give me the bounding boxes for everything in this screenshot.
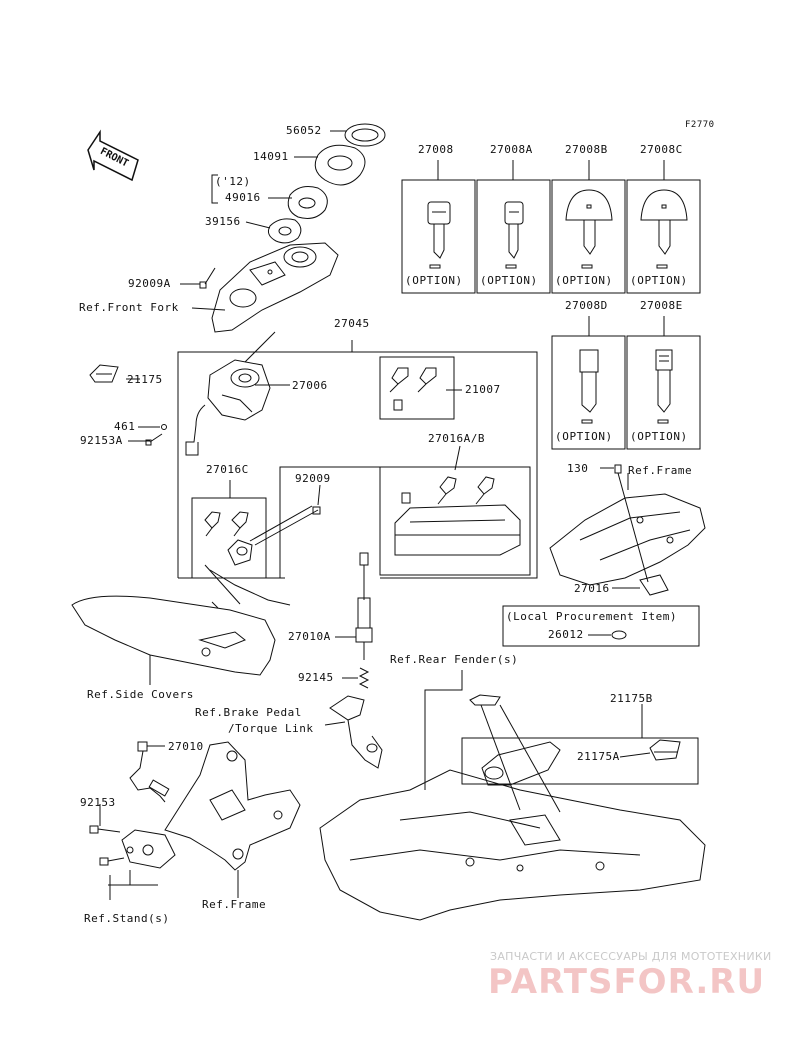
- label-ref-rear-fender: Ref.Rear Fender(s): [390, 653, 519, 666]
- key-set-21007-box: [379, 356, 462, 420]
- front-arrow-icon: [87, 129, 139, 182]
- tag-21175: [89, 364, 119, 383]
- figure-code: F2770: [685, 120, 715, 130]
- label-92009A: 92009A: [128, 277, 171, 290]
- label-21175: 21175: [127, 373, 163, 386]
- option-note-27008C: (OPTION): [630, 274, 688, 287]
- option-note-27008D: (OPTION): [555, 430, 613, 443]
- label-39156: 39156: [205, 215, 241, 228]
- watermark-tagline: ЗАПЧАСТИ И АКСЕССУАРЫ ДЛЯ МОТОТЕХНИКИ: [490, 950, 772, 963]
- label-27016C: 27016C: [206, 463, 249, 476]
- label-local-procurement: (Local Procurement Item): [506, 610, 677, 623]
- key-27008A-icon: [504, 201, 524, 269]
- side-cover: [71, 595, 276, 685]
- label-21007: 21007: [465, 383, 501, 396]
- label-ref-frame-bottom: Ref.Frame: [202, 898, 267, 911]
- label-21175A: 21175A: [577, 750, 620, 763]
- label-27016AB: 27016A/B: [428, 432, 485, 445]
- leader-lines-side-cover: [204, 564, 291, 606]
- local-procurement-box: [502, 605, 700, 647]
- label-130: 130: [567, 462, 589, 475]
- upper-triple-clamp: [211, 242, 339, 333]
- key-27008-icon: [427, 201, 451, 269]
- key-option-boxes: [401, 160, 701, 450]
- label-14091: 14091: [253, 150, 289, 163]
- label-92153A: 92153A: [80, 434, 123, 447]
- label-21175B: 21175B: [610, 692, 653, 705]
- tag-holder-21175B-box: [461, 704, 699, 786]
- label-12: ('12): [215, 175, 251, 188]
- label-461: 461: [114, 420, 136, 433]
- option-note-27008: (OPTION): [405, 274, 463, 287]
- label-27008B: 27008B: [565, 143, 608, 156]
- key-27008E-icon: [655, 349, 673, 424]
- bolt-92009A: [199, 267, 216, 289]
- frame-upper-right: [549, 464, 706, 596]
- bolt-92153: [89, 804, 125, 866]
- label-27008: 27008: [418, 143, 454, 156]
- ignition-switch-27006: [185, 359, 290, 456]
- switch-27010A: [335, 552, 373, 660]
- label-27006: 27006: [292, 379, 328, 392]
- label-27010A: 27010A: [288, 630, 331, 643]
- bolt-92153A: [145, 433, 163, 446]
- label-27008A: 27008A: [490, 143, 533, 156]
- label-26012: 26012: [548, 628, 584, 641]
- label-49016: 49016: [225, 191, 261, 204]
- label-27008C: 27008C: [640, 143, 683, 156]
- label-27008D: 27008D: [565, 299, 608, 312]
- key-27008C-icon: [640, 189, 688, 269]
- label-27010: 27010: [168, 740, 204, 753]
- bracket-rear-fender: [469, 694, 501, 706]
- watermark-logo: PARTSFOR.RU: [488, 962, 766, 1002]
- label-27016: 27016: [574, 582, 610, 595]
- ring-39156: [268, 218, 302, 244]
- cover-14091: [314, 144, 366, 186]
- ball-461: [161, 424, 167, 430]
- key-27008B-icon: [565, 189, 613, 269]
- option-note-27008A: (OPTION): [480, 274, 538, 287]
- frame-lower: [164, 741, 301, 898]
- option-note-27008B: (OPTION): [555, 274, 613, 287]
- key-set-27016AB-box: [379, 445, 531, 576]
- label-ref-brake-pedal: Ref.Brake Pedal: [195, 706, 302, 719]
- label-torque-link: /Torque Link: [228, 722, 314, 735]
- ring-49016: [287, 186, 328, 219]
- stand-bracket: [108, 829, 176, 900]
- switch-27010: [129, 741, 170, 803]
- option-note-27008E: (OPTION): [630, 430, 688, 443]
- cover-56052: [344, 123, 386, 147]
- label-92145: 92145: [298, 671, 334, 684]
- label-56052: 56052: [286, 124, 322, 137]
- label-92153: 92153: [80, 796, 116, 809]
- label-27045: 27045: [334, 317, 370, 330]
- spring-92145: [342, 667, 370, 689]
- leader-lines-rear-fender: [424, 670, 561, 813]
- label-ref-stand: Ref.Stand(s): [84, 912, 170, 925]
- key-27008D-icon: [579, 349, 599, 424]
- label-ref-front-fork: Ref.Front Fork: [79, 301, 179, 314]
- brake-pedal: [324, 695, 383, 769]
- label-ref-side-covers: Ref.Side Covers: [87, 688, 194, 701]
- label-27008E: 27008E: [640, 299, 683, 312]
- rear-fender: [319, 769, 706, 921]
- label-ref-frame-right: Ref.Frame: [628, 464, 693, 477]
- key-set-27016C-box: [191, 480, 267, 579]
- rod-92009: [249, 466, 380, 578]
- label-92009: 92009: [295, 472, 331, 485]
